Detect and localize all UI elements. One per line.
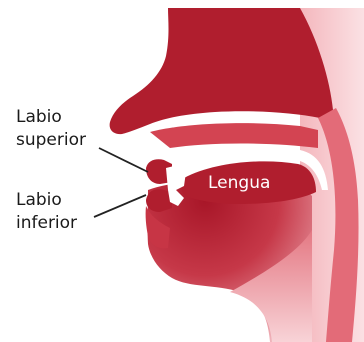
upper-head — [110, 8, 333, 134]
upper-lip-leader-line — [99, 148, 148, 172]
tongue-label: Lengua — [208, 173, 270, 193]
lower-lip-leader-line — [94, 195, 146, 217]
lower-lip — [146, 189, 172, 212]
upper-lip-label-line2: superior — [16, 130, 86, 150]
hard-palate — [150, 123, 318, 148]
lower-lip-label-line1: Labio — [16, 190, 62, 210]
lower-lip-label-line2: inferior — [16, 213, 77, 233]
upper-lip-label-line1: Labio — [16, 107, 62, 127]
